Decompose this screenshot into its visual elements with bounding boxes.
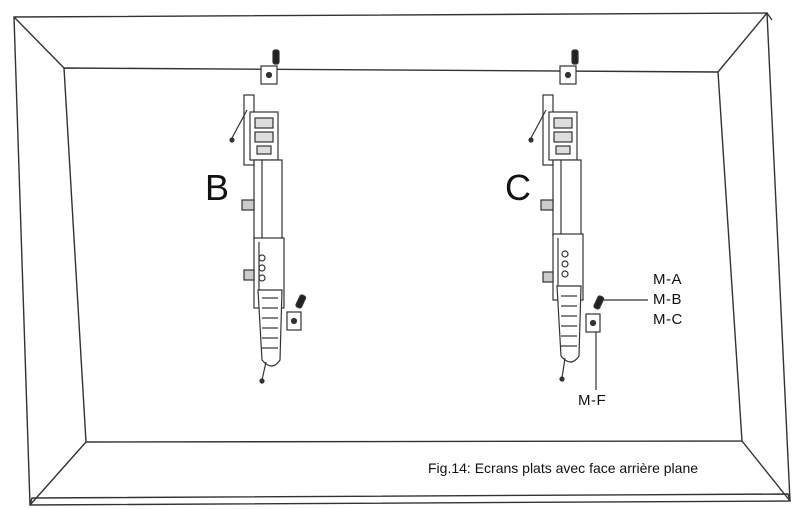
frame-right-lip (766, 12, 773, 21)
top-screw-c (571, 49, 579, 65)
frame-outer-edge (13, 12, 791, 506)
frame-corner-tr (717, 12, 768, 73)
frame-corner-tl (13, 16, 65, 69)
main-rail-b (253, 159, 283, 241)
frame-bottom-lip (29, 493, 791, 506)
leader-lines (595, 299, 648, 390)
main-rail-c (552, 159, 582, 237)
frame-corner-br (741, 440, 791, 502)
top-screw-b (272, 49, 280, 65)
part-label-m-a: M-A (653, 271, 682, 288)
label-b: B (205, 167, 230, 208)
bracket-b (229, 49, 307, 384)
figure-caption: Fig.14: Ecrans plats avec face arrière p… (428, 460, 699, 476)
part-label-m-b: M-B (653, 291, 682, 308)
wall-frame (13, 12, 791, 506)
label-c: C (505, 167, 531, 208)
lower-screw-c (593, 295, 605, 310)
frame-corner-bl (29, 441, 87, 506)
frame-inner-edge (63, 67, 743, 443)
bracket-c (528, 49, 605, 382)
lower-screw-b (295, 294, 307, 309)
part-label-m-f: M-F (578, 392, 607, 409)
tail-c (556, 285, 582, 363)
part-label-m-c: M-C (653, 311, 683, 328)
